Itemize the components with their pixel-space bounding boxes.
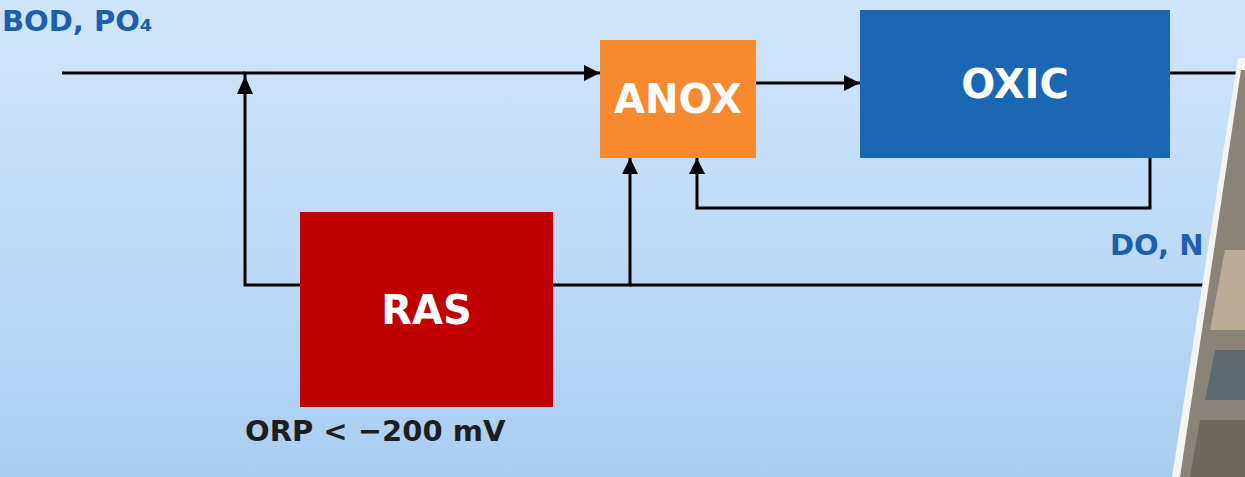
photo-building <box>1210 250 1245 330</box>
box-label: OXIC <box>961 61 1069 107</box>
parameter-label: DO, N <box>1110 228 1203 262</box>
flow-arrow <box>553 158 630 285</box>
process-box: OXIC <box>860 10 1170 158</box>
return-sludge-line <box>630 284 1245 287</box>
plant-photo <box>1172 58 1245 477</box>
influent-line <box>62 72 245 75</box>
process-box: ANOX <box>600 40 756 158</box>
condition-label: ORP < −200 mV <box>245 414 505 448</box>
photo-image <box>1180 70 1245 477</box>
process-box: RAS <box>300 212 553 407</box>
photo-detail <box>1205 350 1245 400</box>
photo-ground <box>1190 420 1245 477</box>
flow-arrow <box>756 82 860 85</box>
box-label: RAS <box>381 287 472 333</box>
effluent-line <box>1170 72 1245 75</box>
flow-arrow <box>697 158 1150 208</box>
input-label: BOD, PO₄ <box>2 4 153 38</box>
box-label: ANOX <box>614 76 742 122</box>
photo-frame <box>1172 58 1245 477</box>
